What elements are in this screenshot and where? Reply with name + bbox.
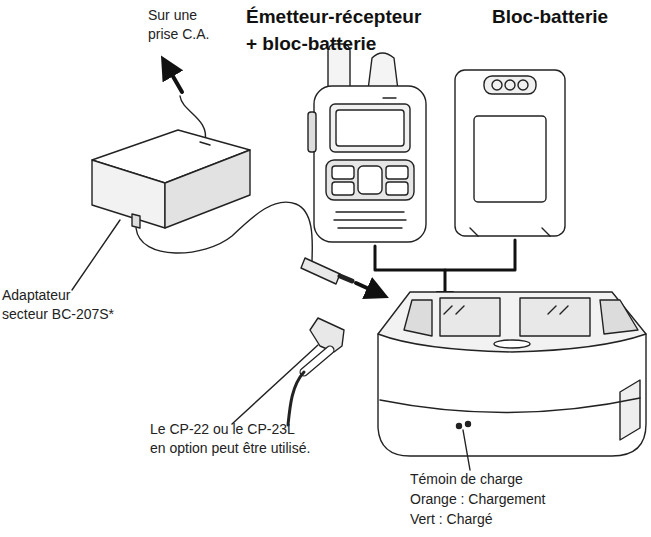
- indicator-label: Témoin de charge: [410, 470, 640, 489]
- optional-plug: [288, 318, 344, 425]
- outlet-arrow: [167, 66, 182, 92]
- plug-arrow: [356, 283, 378, 293]
- indicator-label: Vert : Chargé: [410, 510, 640, 529]
- outlet-label: Sur une prise C.A.: [148, 6, 230, 44]
- leader-line: [463, 430, 470, 470]
- part-name: Adaptateur secteur BC-207S*: [2, 286, 142, 324]
- transceiver: [308, 44, 426, 242]
- charger: [378, 292, 646, 456]
- note: Le CP-22 ou le CP-23L en option peut êtr…: [150, 420, 340, 458]
- part-name: Bloc-batterie: [492, 4, 642, 31]
- bracket: [375, 240, 515, 270]
- leader-line: [232, 345, 318, 424]
- part-name: Émetteur-récepteur + bloc-batterie: [246, 4, 442, 57]
- indicator-label: Orange : Chargement: [410, 490, 640, 509]
- ac-adapter: [92, 130, 250, 228]
- battery-pack: [455, 70, 565, 236]
- leader-line: [72, 220, 120, 290]
- dc-cable: [136, 202, 312, 262]
- dc-plug: [301, 258, 340, 284]
